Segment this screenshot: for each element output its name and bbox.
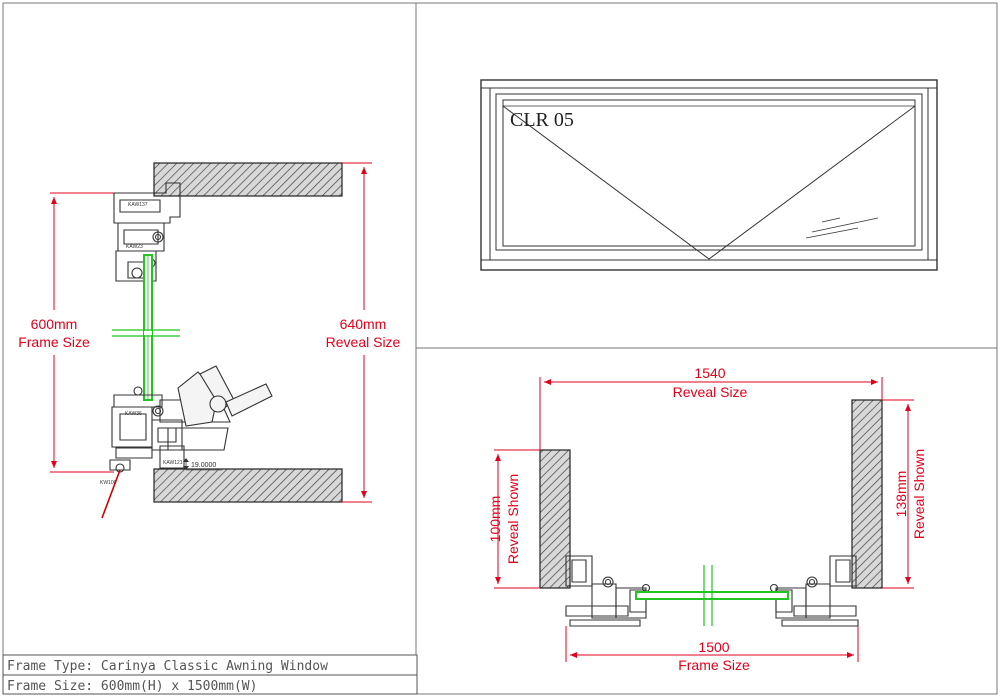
left-reveal-dimension (494, 449, 540, 589)
part-label-kaw121: KAW121 (163, 460, 183, 466)
chain-arm (101, 469, 121, 519)
frame-width-label: Frame Size (678, 657, 750, 673)
title-block-frame-size: Frame Size: 600mm(H) x 1500mm(W) (7, 679, 257, 694)
left-jamb-profile (565, 555, 651, 627)
part-label-kaw36: KAW36 (125, 411, 142, 417)
reveal-width-label: Reveal Size (673, 384, 748, 400)
left-reveal-wall (539, 449, 571, 589)
glass-pane-plan (635, 565, 789, 626)
bottom-reveal-wall (153, 468, 343, 503)
right-reveal-label: Reveal Shown (911, 449, 927, 539)
elevation-label: CLR 05 (510, 109, 574, 131)
left-reveal-label: Reveal Shown (505, 474, 521, 564)
right-reveal-dimension (882, 399, 914, 589)
reveal-height-label: Reveal Size (326, 334, 401, 350)
right-jamb-profile (769, 555, 859, 627)
glass-pane-section (112, 254, 180, 401)
plan-view: 1540 Reveal Size 1500 Frame Size 100mm R… (487, 365, 927, 673)
reveal-height-dimension (342, 162, 372, 503)
gap-value: 19.0000 (191, 462, 216, 469)
right-reveal-wall (851, 399, 883, 589)
title-block (2, 654, 418, 695)
part-label-kaw23: KAW23 (126, 244, 143, 250)
winder-handle (177, 365, 273, 427)
frame-height-dimension (50, 192, 114, 473)
elevation-view (480, 79, 938, 271)
gap-dimension: 19.0000 (183, 458, 222, 471)
top-reveal-wall (153, 162, 343, 197)
frame-height-value: 600mm (31, 316, 78, 332)
reveal-width-value: 1540 (694, 365, 725, 381)
part-label-kw100: KW100 (100, 480, 117, 486)
left-reveal-value: 100mm (487, 496, 503, 543)
frame-width-dimension (565, 626, 859, 662)
title-block-frame-type: Frame Type: Carinya Classic Awning Windo… (7, 659, 328, 674)
section-view: KAW137 KAW23 KAW36 (18, 162, 401, 519)
reveal-width-dimension (539, 377, 883, 450)
right-reveal-value: 138mm (893, 471, 909, 518)
frame-height-label: Frame Size (18, 334, 90, 350)
part-label-kaw137: KAW137 (128, 202, 148, 208)
frame-width-value: 1500 (698, 639, 729, 655)
reveal-height-value: 640mm (340, 316, 387, 332)
